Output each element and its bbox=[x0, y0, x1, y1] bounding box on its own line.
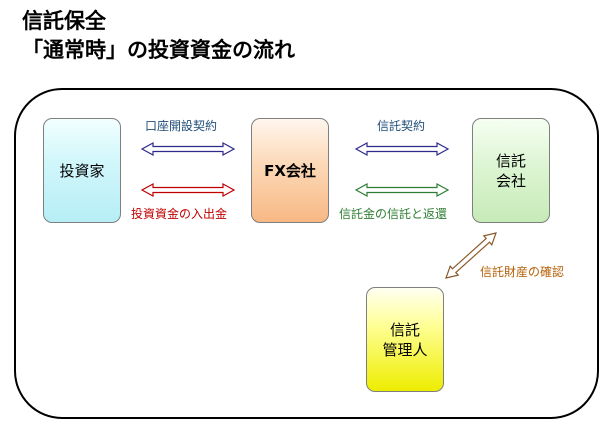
trust-contract-label: 信託契約 bbox=[377, 119, 426, 133]
trust-company-label: 信託 会社 bbox=[495, 151, 526, 190]
trust-return-label: 信託金の信託と返還 bbox=[339, 207, 448, 221]
investor-box: 投資家 bbox=[43, 118, 121, 223]
trust-contract-arrow bbox=[354, 141, 450, 157]
trust-check-arrow bbox=[445, 232, 497, 279]
trust-manager-box: 信託 管理人 bbox=[366, 287, 444, 392]
fx-company-label: FX会社 bbox=[264, 161, 316, 180]
account-contract-arrow-shape bbox=[140, 141, 236, 157]
deposit-withdrawal-label: 投資資金の入出金 bbox=[131, 207, 228, 221]
trust-company-box: 信託 会社 bbox=[472, 118, 550, 223]
diagram-frame bbox=[14, 88, 599, 419]
diagram-title-line2: 「通常時」の投資資金の流れ bbox=[22, 38, 295, 62]
trust-contract-arrow-shape bbox=[354, 141, 450, 157]
trust-check-arrow-shape bbox=[445, 232, 497, 279]
account-contract-arrow bbox=[140, 141, 236, 157]
trust-manager-label: 信託 管理人 bbox=[382, 320, 428, 359]
investor-label: 投資家 bbox=[59, 161, 105, 180]
trust-check-label: 信託財産の確認 bbox=[480, 265, 565, 279]
trust-return-arrow-shape bbox=[354, 182, 450, 198]
trust-return-arrow bbox=[354, 182, 450, 198]
deposit-withdrawal-arrow-shape bbox=[140, 182, 236, 198]
diagram-title-line1: 信託保全 bbox=[22, 9, 106, 33]
fx-company-box: FX会社 bbox=[251, 118, 329, 223]
account-contract-label: 口座開設契約 bbox=[145, 119, 218, 133]
deposit-withdrawal-arrow bbox=[140, 182, 236, 198]
